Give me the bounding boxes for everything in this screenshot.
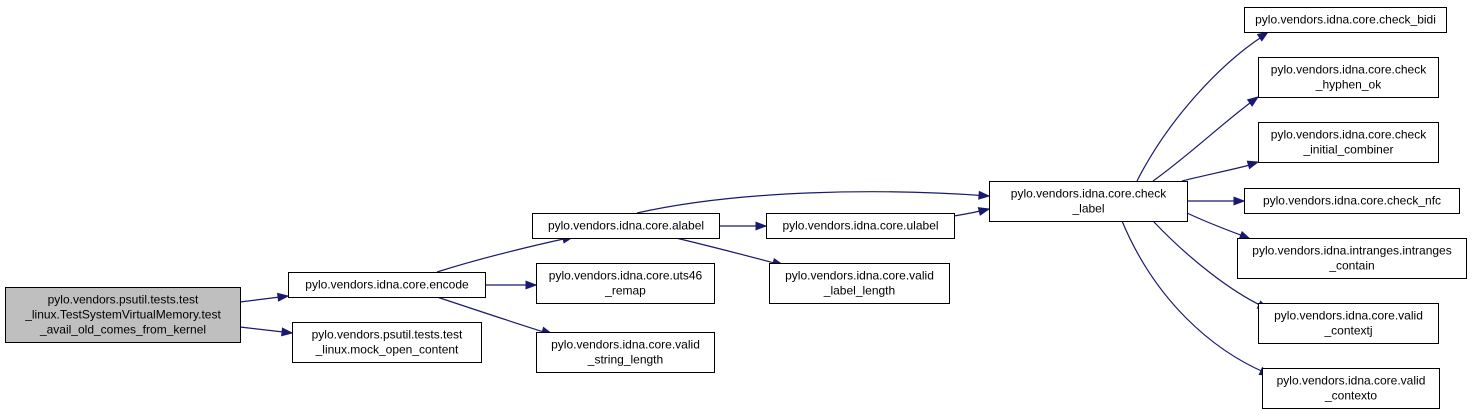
edge-line [436, 296, 548, 334]
arrowhead-icon [755, 221, 768, 231]
node-box[interactable] [292, 322, 482, 363]
edge-check_label-to-check_hyphen [1152, 96, 1260, 182]
arrowhead-icon [277, 292, 290, 302]
arrowhead-icon [1256, 31, 1270, 42]
edge-alabel-to-check_label [636, 190, 991, 214]
node-contexto[interactable]: pylo.vendors.idna.core.valid_contexto [1262, 368, 1440, 409]
arrowhead-icon [1246, 160, 1260, 170]
edge-alabel-to-valid_label [675, 237, 785, 267]
arrowhead-icon [978, 190, 991, 200]
node-label-line: pylo.vendors.idna.core.encode [305, 278, 469, 292]
node-label-line: _contexto [1324, 389, 1377, 403]
node-label-line: _linux.mock_open_content [315, 343, 459, 357]
node-box[interactable] [1262, 368, 1440, 409]
arrowhead-icon [281, 327, 294, 337]
node-label-line: _remap [604, 284, 646, 298]
node-box[interactable] [1258, 122, 1439, 163]
node-check-nfc[interactable]: pylo.vendors.idna.core.check_nfc [1244, 188, 1460, 214]
edge-check_label-to-check_initial [1181, 160, 1260, 182]
edge-line [436, 237, 569, 273]
node-check-bidi[interactable]: pylo.vendors.idna.core.check_bidi [1244, 7, 1447, 33]
node-label-line: _label_length [823, 284, 895, 298]
node-box[interactable] [1258, 57, 1439, 98]
node-valid-label[interactable]: pylo.vendors.idna.core.valid_label_lengt… [769, 263, 950, 304]
edge-line [636, 191, 990, 214]
node-label-line: pylo.vendors.idna.core.valid [1274, 309, 1423, 323]
node-box[interactable] [5, 287, 241, 343]
node-box[interactable] [288, 272, 486, 298]
node-label-line: _linux.TestSystemVirtualMemory.test [24, 308, 221, 322]
node-label-line: pylo.vendors.idna.core.alabel [548, 219, 704, 233]
node-label-line: _string_length [587, 353, 663, 367]
node-intranges[interactable]: pylo.vendors.idna.intranges.intranges_co… [1237, 238, 1467, 279]
edge-check_label-to-intranges [1186, 212, 1252, 240]
node-box[interactable] [1258, 303, 1439, 344]
node-box[interactable] [536, 263, 715, 304]
node-label-line: pylo.vendors.psutil.tests.test [312, 328, 463, 342]
node-check-label[interactable]: pylo.vendors.idna.core.check_label [989, 181, 1188, 222]
arrowhead-icon [525, 280, 538, 290]
edge-root-to-encode [239, 292, 290, 303]
node-label-line: pylo.vendors.idna.core.check [1011, 187, 1167, 201]
node-box[interactable] [536, 332, 715, 373]
node-uts46[interactable]: pylo.vendors.idna.core.uts46_remap [536, 263, 715, 304]
edge-alabel-to-ulabel [719, 221, 768, 231]
node-label-line: _avail_old_comes_from_kernel [39, 323, 206, 337]
node-label-line: _hyphen_ok [1315, 78, 1382, 92]
arrowhead-icon [1238, 230, 1252, 240]
node-label-line: _label [1071, 202, 1104, 216]
node-label-line: pylo.vendors.idna.core.check_bidi [1255, 13, 1436, 27]
node-root[interactable]: pylo.vendors.psutil.tests.test_linux.Tes… [5, 287, 241, 343]
node-box[interactable] [766, 213, 955, 239]
node-label-line: pylo.vendors.idna.core.valid [551, 338, 700, 352]
edge-line [1152, 220, 1265, 308]
node-alabel[interactable]: pylo.vendors.idna.core.alabel [532, 213, 720, 239]
edge-check_label-to-check_bidi [1136, 31, 1270, 182]
node-label-line: _contextj [1323, 324, 1372, 338]
node-encode[interactable]: pylo.vendors.idna.core.encode [288, 272, 486, 298]
node-label-line: pylo.vendors.idna.core.valid [785, 269, 934, 283]
node-label-line: pylo.vendors.idna.core.uts46 [549, 269, 703, 283]
node-box[interactable] [1244, 7, 1447, 33]
edge-check_label-to-check_nfc [1187, 196, 1246, 206]
edge-root-to-mock_open [239, 326, 294, 337]
node-label-line: pylo.vendors.idna.core.valid [1277, 374, 1426, 388]
node-valid-string[interactable]: pylo.vendors.idna.core.valid_string_leng… [536, 332, 715, 373]
edge-ulabel-to-check_label [953, 207, 991, 217]
edge-line [675, 237, 779, 265]
edges-layer [239, 31, 1272, 376]
edge-line [1152, 99, 1255, 182]
node-check-initial[interactable]: pylo.vendors.idna.core.check_initial_com… [1258, 122, 1439, 163]
edge-line [1186, 212, 1247, 238]
arrowhead-icon [1246, 96, 1260, 107]
node-mock-open[interactable]: pylo.vendors.psutil.tests.test_linux.moc… [292, 322, 482, 363]
node-label-line: _initial_combiner [1302, 143, 1393, 157]
node-label-line: _contain [1328, 259, 1374, 273]
edge-encode-to-uts46 [485, 280, 538, 290]
edge-line [1121, 220, 1267, 374]
node-box[interactable] [532, 213, 720, 239]
node-label-line: pylo.vendors.idna.intranges.intranges [1252, 244, 1451, 258]
nodes-layer: pylo.vendors.psutil.tests.test_linux.Tes… [5, 7, 1467, 409]
node-contextj[interactable]: pylo.vendors.idna.core.valid_contextj [1258, 303, 1439, 344]
node-box[interactable] [989, 181, 1188, 222]
node-ulabel[interactable]: pylo.vendors.idna.core.ulabel [766, 213, 955, 239]
node-label-line: pylo.vendors.idna.core.ulabel [782, 219, 938, 233]
node-label-line: pylo.vendors.psutil.tests.test [48, 293, 199, 307]
edge-line [1181, 163, 1255, 182]
node-label-line: pylo.vendors.idna.core.check_nfc [1263, 194, 1441, 208]
edge-line [1136, 35, 1264, 182]
arrowhead-icon [1233, 196, 1246, 206]
node-box[interactable] [1244, 188, 1460, 214]
node-box[interactable] [769, 263, 950, 304]
node-label-line: pylo.vendors.idna.core.check [1271, 128, 1427, 142]
node-label-line: pylo.vendors.idna.core.check [1271, 63, 1427, 77]
node-box[interactable] [1237, 238, 1467, 279]
node-check-hyphen[interactable]: pylo.vendors.idna.core.check_hyphen_ok [1258, 57, 1439, 98]
arrowhead-icon [977, 207, 991, 216]
